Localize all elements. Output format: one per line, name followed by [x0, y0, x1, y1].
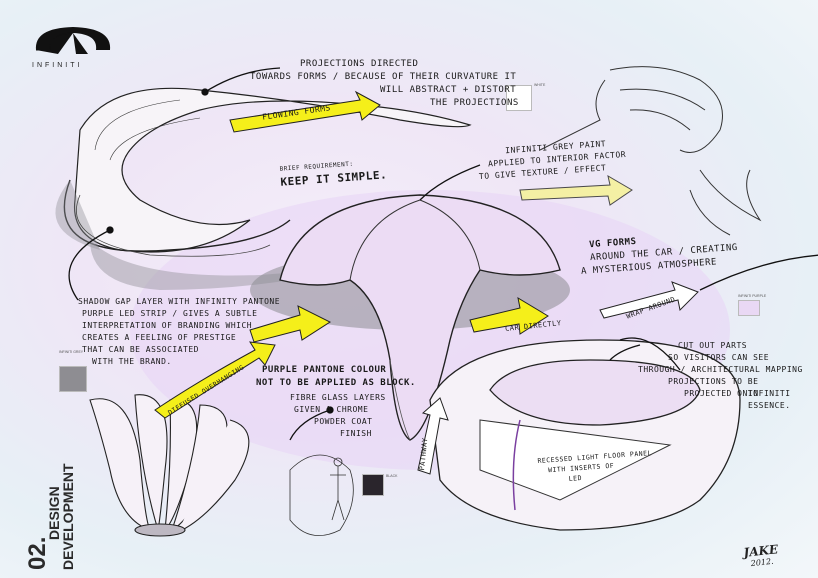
annotation-shadow-gap: SHADOW GAP LAYER WITH INFINITY PANTONE P…: [78, 296, 280, 368]
pavilion-form: [429, 339, 741, 531]
annotation-purple-line-1: PURPLE PANTONE COLOUR: [262, 365, 387, 375]
white-swatch: [506, 85, 532, 111]
annotation-shadow-line-3: INTERPRETATION OF BRANDING WHICH: [82, 321, 253, 330]
leader-lines: [68, 67, 818, 441]
annotation-cutout-line-7: ESSENCE.: [748, 401, 791, 410]
annotation-fibre-glass: FIBRE GLASS LAYERS GIVEN A CHROME POWDER…: [290, 392, 386, 440]
annotation-shadow-line-6: WITH THE BRAND.: [92, 357, 172, 366]
infiniti-grey-swatch-label: INFINITI GREY: [59, 350, 84, 354]
annotation-purple-line-2: NOT TO BE APPLIED AS BLOCK.: [256, 378, 416, 388]
white-swatch-label: WHITE: [534, 83, 546, 87]
annotation-shadow-line-2: PURPLE LED STRIP / GIVES A SUBTLE: [82, 309, 258, 318]
annotation-cutout-line-4: PROJECTIONS TO BE: [668, 377, 759, 386]
arrow-right-central: [469, 296, 549, 335]
arrow-right-top: [519, 174, 633, 206]
annotation-shadow-line-4: CREATES A FEELING OF PRESTIGE: [82, 333, 237, 342]
infiniti-logo-icon: [35, 27, 111, 54]
arrow-flowing-forms: [229, 90, 381, 133]
annotation-shadow-line-1: SHADOW GAP LAYER WITH INFINITY PANTONE: [78, 297, 281, 306]
logo-wordmark: INFINITI: [32, 62, 83, 69]
black-swatch-label: BLACK: [386, 474, 398, 478]
annotation-projection-line-2: TOWARDS FORMS / BECAUSE OF THEIR CURVATU…: [250, 72, 517, 82]
annotation-fibre-line-3: POWDER COAT: [314, 417, 373, 426]
tentacle-form: [89, 394, 250, 537]
annotation-projection-line-4: THE PROJECTIONS: [430, 98, 519, 108]
annotation-cutout-line-2: SO VISITORS CAN SEE: [668, 353, 770, 362]
annotation-cutout-line-3: THROUGH / ARCHITECTURAL MAPPING: [638, 365, 803, 374]
annotation-projection-line-1: PROJECTIONS DIRECTED: [300, 59, 419, 69]
hand-sketch: [539, 66, 762, 236]
central-v-form: [250, 194, 570, 441]
annotation-fibre-line-1: FIBRE GLASS LAYERS: [290, 393, 386, 402]
sheet-title-line-2: DEVELOPMENT: [60, 463, 76, 570]
black-swatch: [362, 474, 384, 496]
annotation-fibre-line-2: GIVEN A CHROME: [294, 405, 369, 414]
infiniti-grey-swatch: [59, 366, 87, 392]
flowing-form-sketch: [55, 87, 472, 257]
yellow-arrows: [154, 90, 699, 475]
designer-signature: JAKE 2012.: [743, 542, 780, 568]
arrow-left-central: [249, 305, 332, 343]
annotation-projection: PROJECTIONS DIRECTED TOWARDS FORMS / BEC…: [250, 58, 519, 110]
annotation-cut-out: CUT OUT PARTS SO VISITORS CAN SEE THROUG…: [638, 340, 803, 412]
human-figure-sketch: [289, 454, 354, 537]
annotation-cutout-line-6: INFINITI: [748, 389, 791, 398]
arrow-wrap-around: [599, 281, 699, 319]
infiniti-logo: INFINITI: [28, 24, 118, 72]
arrow-pathway: [417, 397, 449, 475]
annotation-projection-line-3: WILL ABSTRACT + DISTORT: [380, 85, 517, 95]
annotation-purple-pantone: PURPLE PANTONE COLOUR NOT TO BE APPLIED …: [256, 364, 416, 390]
sheet-title-block: 02. DESIGN DEVELOPMENT: [10, 440, 80, 570]
annotation-fibre-line-4: FINISH: [340, 429, 372, 438]
purple-swatch-label: INFINITI PURPLE: [738, 294, 767, 298]
annotation-cutout-line-5: PROJECTED ONTO: [684, 389, 759, 398]
annotation-cutout-line-1: CUT OUT PARTS: [678, 341, 748, 350]
annotation-shadow-line-5: THAT CAN BE ASSOCIATED: [82, 345, 199, 354]
purple-swatch: [738, 300, 760, 316]
arrow-diffused: [154, 341, 276, 419]
sheet-number: 02.: [24, 536, 51, 570]
